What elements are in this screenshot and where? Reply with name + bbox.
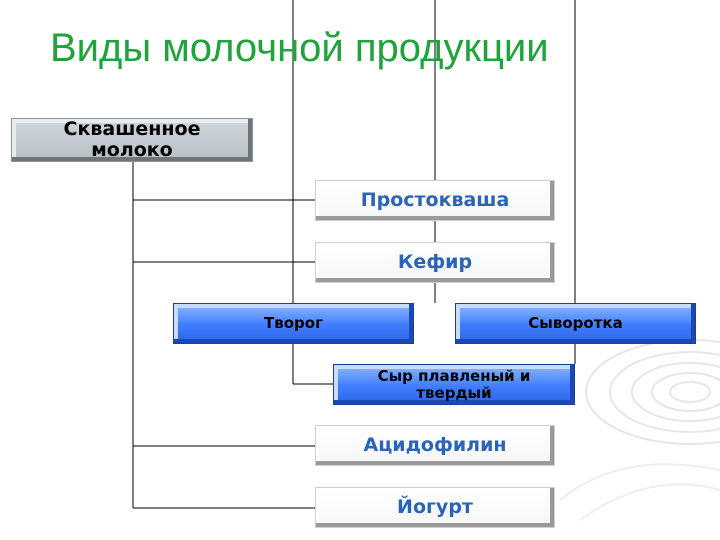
- yogurt-label: Йогурт: [397, 496, 473, 519]
- syr-box: Сыр плавленый и твердый: [333, 364, 575, 405]
- kefir-box: Кефир: [315, 242, 555, 283]
- syr-label: Сыр плавленый и твердый: [377, 367, 531, 402]
- source-box: Сквашенное молоко: [11, 118, 253, 162]
- yogurt-box: Йогурт: [315, 487, 555, 528]
- syvorotka-label: Сыворотка: [528, 314, 623, 333]
- syvorotka-box: Сыворотка: [455, 303, 696, 344]
- kefir-label: Кефир: [397, 251, 473, 274]
- source-label: Сквашенное молоко: [63, 118, 201, 161]
- prostokvasha-box: Простокваша: [315, 180, 555, 221]
- tvorog-label: Творог: [264, 314, 323, 333]
- tvorog-box: Творог: [173, 303, 414, 344]
- page-title: Виды молочной продукции: [50, 26, 549, 70]
- prostokvasha-label: Простокваша: [360, 189, 510, 212]
- acidofilin-label: Ацидофилин: [363, 434, 507, 457]
- acidofilin-box: Ацидофилин: [315, 425, 555, 466]
